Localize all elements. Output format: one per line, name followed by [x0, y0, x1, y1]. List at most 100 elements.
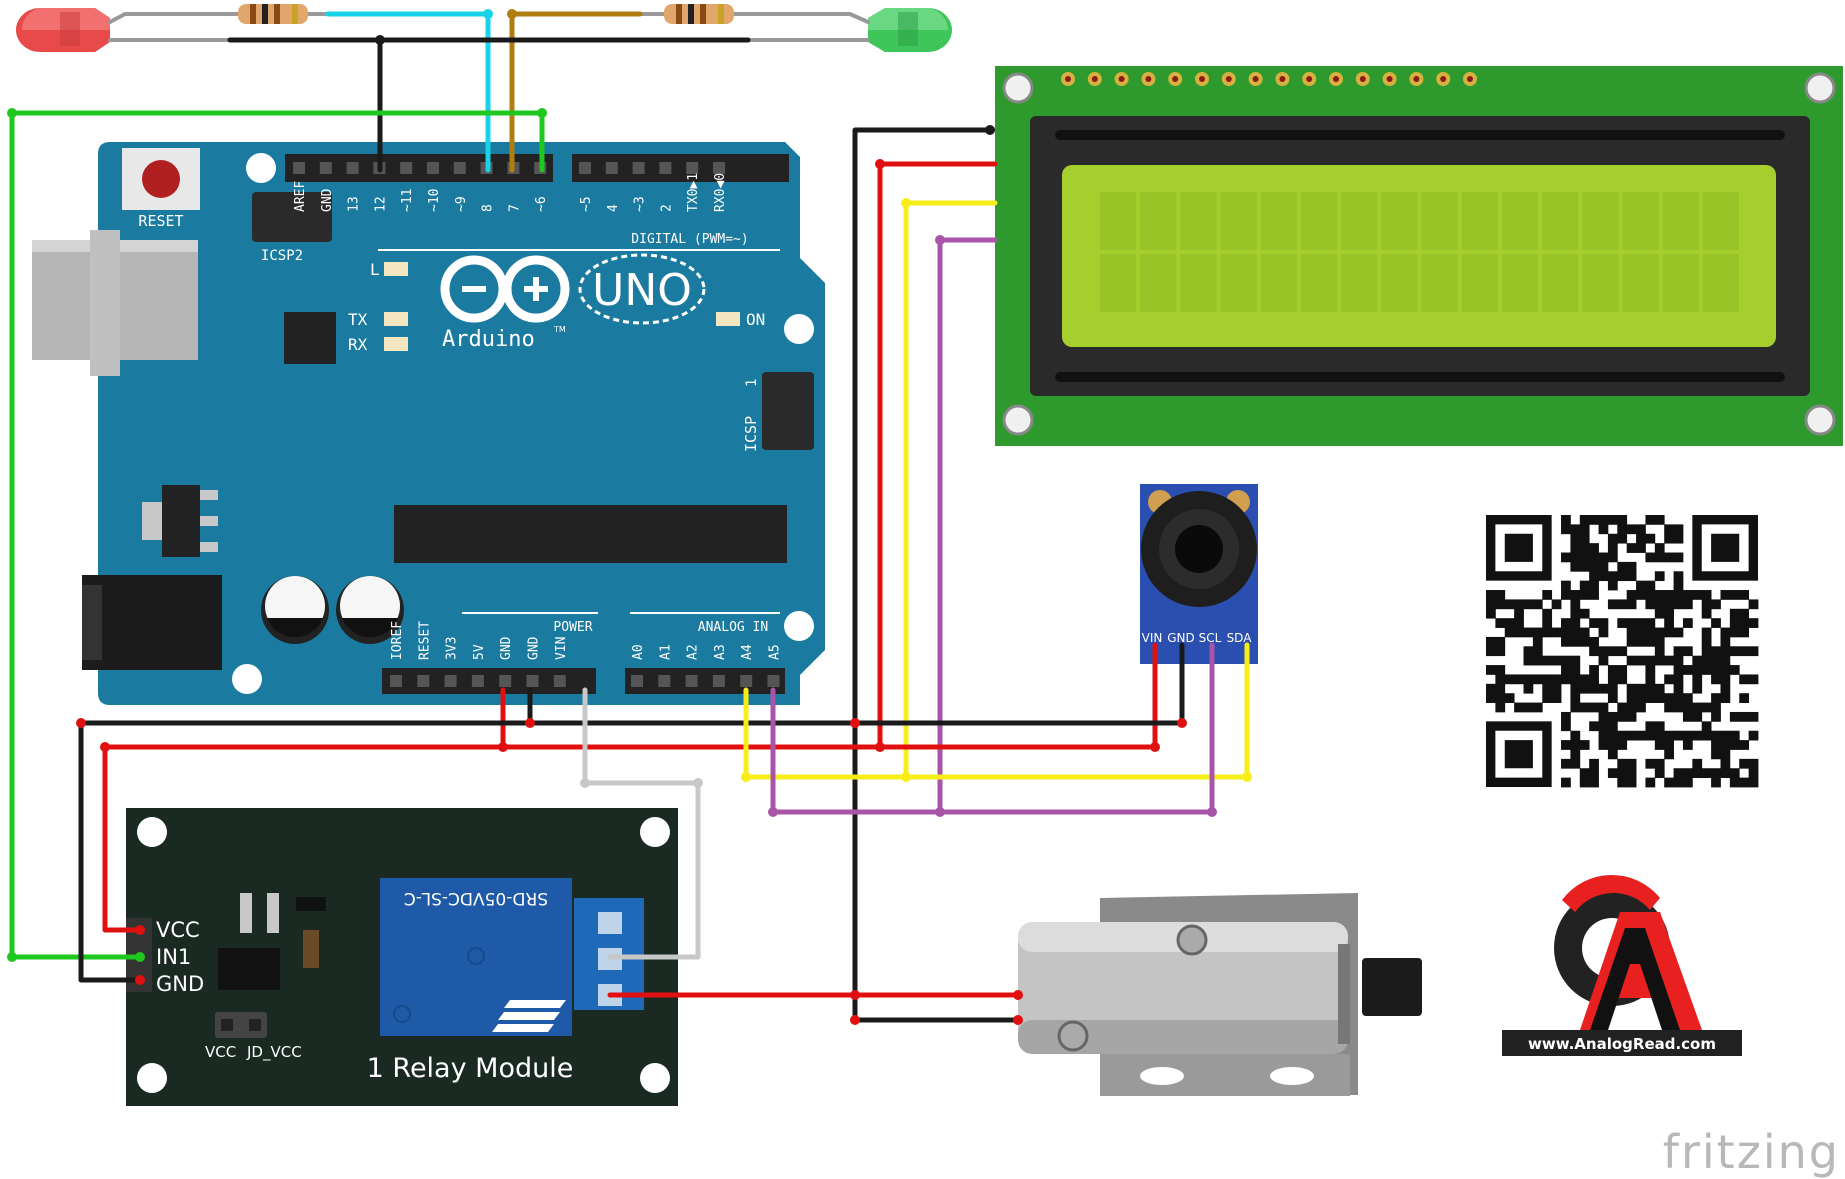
wire-joint: [1177, 718, 1187, 728]
qr-module: [1636, 524, 1646, 535]
qr-module: [1607, 571, 1618, 582]
relay-module: VCC IN1 GND VCC JD_VCC SRD-05VDC-SL-C 1 …: [126, 808, 678, 1106]
relay-pin-in1: IN1: [156, 945, 191, 969]
wire-joint: [7, 952, 17, 962]
digital-pin: [400, 162, 413, 174]
qr-module: [1701, 590, 1712, 600]
qr-module: [1673, 580, 1684, 591]
qr-module: [1570, 758, 1581, 769]
qr-module: [1561, 515, 1571, 525]
arduino-brand: Arduino: [442, 327, 535, 352]
power-pin-label: VIN: [554, 637, 569, 660]
qr-module: [1598, 561, 1609, 572]
qr-module: [1729, 608, 1740, 619]
qr-module: [1589, 683, 1599, 694]
qr-module: [1673, 730, 1684, 741]
qr-module: [1607, 665, 1618, 675]
qr-module: [1561, 524, 1571, 535]
qr-module: [1645, 580, 1656, 591]
wire-joint: [850, 718, 860, 728]
analog-pin-label: A0: [631, 644, 646, 660]
lcd-cell: [1582, 254, 1619, 312]
lcd-cell: [1703, 254, 1739, 312]
qr-module: [1626, 618, 1637, 628]
qr-module: [1673, 571, 1684, 582]
wire-joint: [693, 778, 703, 788]
qr-module: [1682, 777, 1693, 788]
qr-module: [1514, 702, 1524, 713]
qr-module: [1673, 524, 1684, 535]
qr-module: [1617, 740, 1628, 750]
qr-module: [1673, 665, 1684, 675]
qr-module: [1711, 599, 1721, 610]
qr-module: [1654, 740, 1665, 750]
relay-logo-stripes: [492, 1000, 566, 1032]
qr-module: [1664, 533, 1674, 544]
qr-module: [1504, 674, 1515, 685]
digital-pin: [686, 162, 699, 174]
qr-module: [1523, 683, 1534, 694]
wire-purple-lcd-scl: [937, 237, 998, 815]
lcd-mount-hole: [1002, 404, 1034, 436]
qr-module: [1598, 655, 1609, 666]
qr-module: [1589, 618, 1599, 628]
qr-module: [1664, 524, 1674, 535]
qr-module: [1645, 665, 1656, 675]
qr-module: [1711, 749, 1721, 760]
qr-module: [1514, 618, 1524, 628]
qr-module: [1607, 683, 1618, 694]
qr-module: [1692, 590, 1703, 600]
qr-module: [1673, 683, 1684, 694]
qr-module: [1626, 571, 1637, 582]
qr-module: [1532, 599, 1543, 610]
lcd-cell: [1582, 192, 1619, 250]
qr-module: [1720, 674, 1731, 685]
arduino-tm: TM: [553, 325, 566, 334]
qr-module: [1673, 590, 1684, 600]
qr-module: [1607, 543, 1618, 553]
lcd-cell: [1260, 192, 1297, 250]
qr-module: [1589, 777, 1599, 788]
digital-pin-label: RX0◀0: [713, 173, 728, 212]
qr-module: [1711, 618, 1721, 628]
power-pin: [526, 675, 539, 687]
qr-module: [1729, 740, 1740, 750]
power-pin-header: [382, 668, 785, 694]
qr-module: [1570, 543, 1581, 553]
qr-module: [1636, 636, 1646, 647]
digital-pin-label: GND: [320, 188, 335, 212]
qr-module: [1589, 674, 1599, 685]
reset-button[interactable]: [122, 148, 200, 210]
qr-module: [1561, 665, 1571, 675]
qr-module: [1570, 730, 1581, 741]
qr-module: [1486, 636, 1496, 647]
qr-module: [1664, 618, 1674, 628]
lcd-cell: [1662, 192, 1699, 250]
dc-jack: [82, 575, 222, 670]
qr-module: [1720, 758, 1731, 769]
qr-module: [1673, 599, 1684, 610]
qr-module: [1561, 721, 1571, 732]
qr-module: [1617, 711, 1628, 722]
qr-module: [1636, 627, 1646, 638]
qr-module: [1711, 702, 1721, 713]
qr-module: [1486, 665, 1496, 675]
qr-module: [1579, 674, 1590, 685]
qr-module: [1561, 552, 1571, 563]
wire-joint: [935, 235, 945, 245]
qr-module: [1579, 627, 1590, 638]
wire-joint: [1013, 1015, 1023, 1025]
digital-pin: [605, 162, 618, 174]
qr-module: [1617, 768, 1628, 779]
qr-module: [1523, 674, 1534, 685]
qr-module: [1701, 768, 1712, 779]
digital-pin-label: 8: [481, 204, 496, 212]
wire-joint: [537, 108, 547, 118]
qr-module: [1645, 636, 1656, 647]
qr-module: [1561, 618, 1571, 628]
relay-pin-vcc: VCC: [156, 918, 200, 942]
lcd-cell: [1421, 192, 1458, 250]
qr-module: [1561, 655, 1571, 666]
relay-module-title: 1 Relay Module: [367, 1053, 574, 1084]
